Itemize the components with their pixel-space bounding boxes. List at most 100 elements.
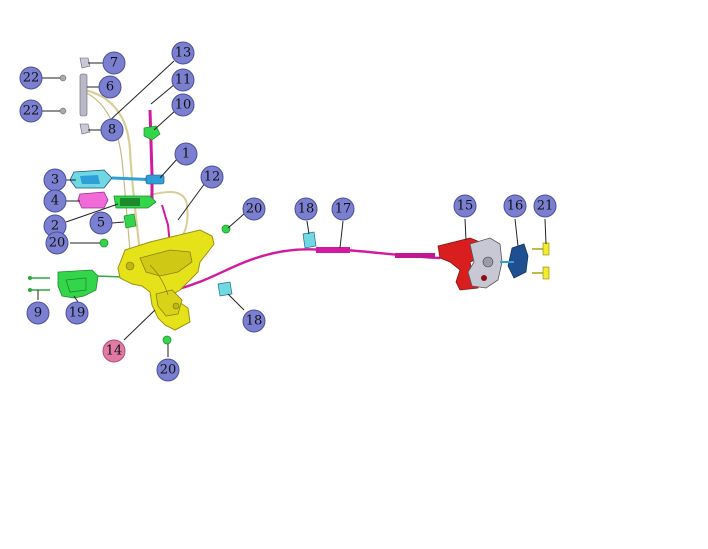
svg-text:18: 18 — [246, 314, 263, 329]
svg-text:14: 14 — [106, 344, 123, 359]
callout-9: 9 — [26, 301, 50, 325]
svg-text:16: 16 — [507, 199, 524, 214]
callout-12: 12 — [200, 165, 224, 189]
callout-22a: 22 — [19, 66, 43, 90]
svg-text:15: 15 — [457, 199, 474, 214]
beige-cable — [83, 88, 142, 256]
magenta-rod-11 — [148, 109, 154, 200]
screw-22a — [59, 74, 67, 82]
svg-text:4: 4 — [51, 194, 59, 209]
leader-18a — [306, 220, 310, 235]
leader-17 — [339, 220, 344, 249]
svg-text:10: 10 — [175, 98, 192, 113]
callouts: 7 6 22 22 8 13 11 10 1 3 12 4 2 5 20 20 … — [19, 41, 557, 382]
screw-21b — [532, 266, 550, 280]
callout-5: 5 — [89, 211, 113, 235]
svg-text:5: 5 — [97, 216, 105, 231]
callout-6: 6 — [98, 75, 122, 99]
callout-3: 3 — [43, 168, 67, 192]
leader-5 — [111, 221, 125, 224]
leader-21 — [544, 218, 547, 245]
callout-18b: 18 — [242, 309, 266, 333]
leader-20b — [227, 213, 245, 229]
callout-8: 8 — [100, 118, 124, 142]
cyan-clip-18b — [217, 281, 233, 297]
callout-1: 1 — [174, 142, 198, 166]
green-clip-10 — [143, 125, 161, 141]
cable-sheath-17 — [316, 247, 350, 253]
svg-text:2: 2 — [51, 219, 59, 234]
latch-detail-1 — [139, 249, 193, 277]
latch-detail-2 — [155, 289, 183, 317]
svg-text:9: 9 — [34, 306, 42, 321]
clip-7 — [79, 57, 91, 69]
parts-layer — [28, 57, 550, 345]
pin-9b-head — [28, 288, 32, 292]
screw-22b — [59, 107, 67, 115]
svg-text:6: 6 — [106, 80, 114, 95]
callout-18a: 18 — [294, 197, 318, 221]
beige-cable-secondary — [83, 91, 131, 251]
svg-text:22: 22 — [23, 71, 40, 86]
callout-20b: 20 — [242, 197, 266, 221]
cyan-clip-18a — [302, 231, 317, 249]
leader-19 — [73, 295, 79, 303]
mechanism-hub — [482, 256, 494, 268]
svg-text:20: 20 — [160, 363, 177, 378]
washer-20c — [162, 335, 172, 345]
svg-text:7: 7 — [110, 56, 118, 71]
leader-16 — [514, 218, 519, 247]
mechanism-hub-2 — [481, 275, 487, 281]
leader-18b — [227, 293, 245, 311]
callout-19: 19 — [65, 301, 89, 325]
washer-20a — [99, 238, 109, 248]
svg-text:13: 13 — [175, 46, 192, 61]
callout-17: 17 — [331, 197, 355, 221]
leader-1 — [159, 157, 179, 179]
washer-20b — [221, 224, 231, 234]
svg-text:19: 19 — [69, 306, 86, 321]
callout-20a: 20 — [45, 231, 69, 255]
latch-hole — [125, 261, 135, 271]
svg-text:11: 11 — [175, 73, 192, 88]
green-handle-detail — [65, 277, 87, 293]
svg-text:20: 20 — [49, 236, 66, 251]
magenta-cable-17 — [174, 248, 441, 292]
leader-13 — [105, 60, 175, 125]
leader-lines — [37, 60, 547, 357]
latch-curve — [149, 264, 169, 296]
cable-end-17 — [395, 253, 435, 258]
callout-4: 4 — [43, 189, 67, 213]
callout-14: 14 — [102, 339, 126, 363]
leader-12 — [177, 182, 206, 221]
leader-10 — [153, 109, 177, 131]
blue-plate-16 — [507, 243, 529, 279]
bracket-6 — [79, 73, 88, 117]
callout-22b: 22 — [19, 99, 43, 123]
svg-text:3: 3 — [51, 173, 59, 188]
callout-21: 21 — [533, 194, 557, 218]
svg-text:18: 18 — [298, 202, 315, 217]
leader-11 — [150, 83, 176, 105]
svg-text:8: 8 — [108, 123, 116, 138]
callout-16: 16 — [503, 194, 527, 218]
screw-21a — [532, 242, 550, 256]
svg-text:20: 20 — [246, 202, 263, 217]
leader-15 — [464, 218, 467, 241]
callout-10: 10 — [171, 93, 195, 117]
callout-15: 15 — [453, 194, 477, 218]
blue-end-1 — [145, 174, 165, 185]
pin-9a-head — [28, 276, 32, 280]
callout-13: 13 — [171, 41, 195, 65]
svg-text:22: 22 — [23, 104, 40, 119]
clip-8 — [79, 123, 91, 135]
leader-14 — [123, 309, 156, 341]
callout-20c: 20 — [156, 358, 180, 382]
callout-11: 11 — [171, 68, 195, 92]
green-clip-5 — [123, 213, 137, 229]
leader-2 — [65, 203, 119, 223]
green-link-2-dark — [120, 198, 140, 206]
cyan-cap-3-inner — [80, 175, 100, 184]
callout-7: 7 — [102, 51, 126, 75]
